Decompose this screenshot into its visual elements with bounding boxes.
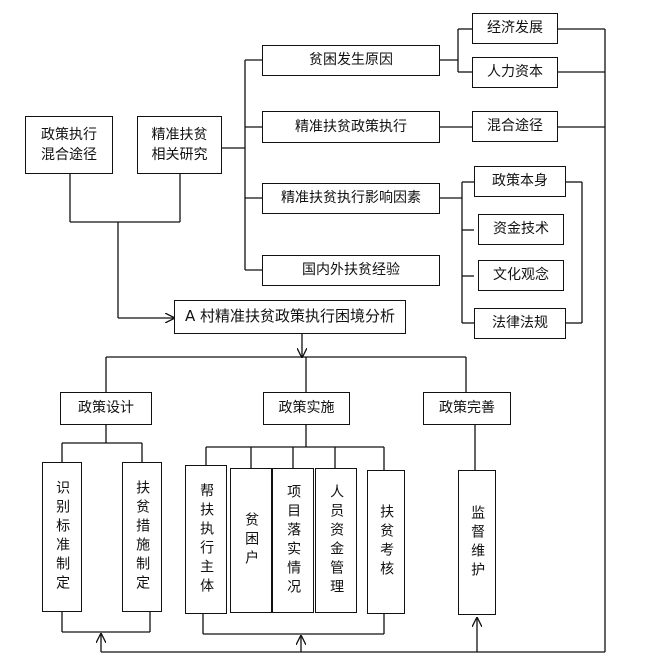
box-poverty-causes: 贫困发生原因 — [262, 45, 440, 76]
box-supervision-maintenance: 监督维护 — [458, 470, 496, 615]
box-domestic-intl-experience: 国内外扶贫经验 — [262, 255, 440, 286]
box-assistance-executor: 帮扶执行主体 — [185, 465, 227, 614]
box-personnel-fund-management: 人员资金管理 — [315, 468, 357, 613]
box-core-analysis: A 村精准扶贫政策执行困境分析 — [174, 300, 406, 334]
box-policy-implementation: 政策实施 — [263, 392, 350, 425]
box-policy-itself: 政策本身 — [474, 166, 566, 197]
box-poverty-assessment: 扶贫考核 — [367, 470, 405, 614]
box-poor-households: 贫困户 — [230, 468, 272, 613]
box-identification-standard: 识别标准制定 — [42, 462, 82, 612]
box-mixed-path: 混合途径 — [472, 111, 558, 142]
box-policy-improvement: 政策完善 — [423, 392, 511, 425]
box-cultural-concept: 文化观念 — [478, 260, 564, 291]
box-project-implementation: 项目落实情况 — [272, 468, 314, 613]
box-human-capital: 人力资本 — [472, 57, 558, 88]
box-poverty-measures: 扶贫措施制定 — [122, 462, 162, 612]
box-policy-mixed-approach: 政策执行 混合途径 — [25, 116, 113, 174]
box-policy-design: 政策设计 — [60, 392, 152, 425]
box-precision-poverty-research: 精准扶贫 相关研究 — [137, 116, 222, 174]
box-economic-development: 经济发展 — [472, 13, 558, 44]
box-laws-regulations: 法律法规 — [474, 308, 566, 339]
box-fund-technology: 资金技术 — [478, 214, 564, 245]
box-influence-factors: 精准扶贫执行影响因素 — [262, 183, 440, 214]
box-policy-execution: 精准扶贫政策执行 — [262, 111, 440, 143]
